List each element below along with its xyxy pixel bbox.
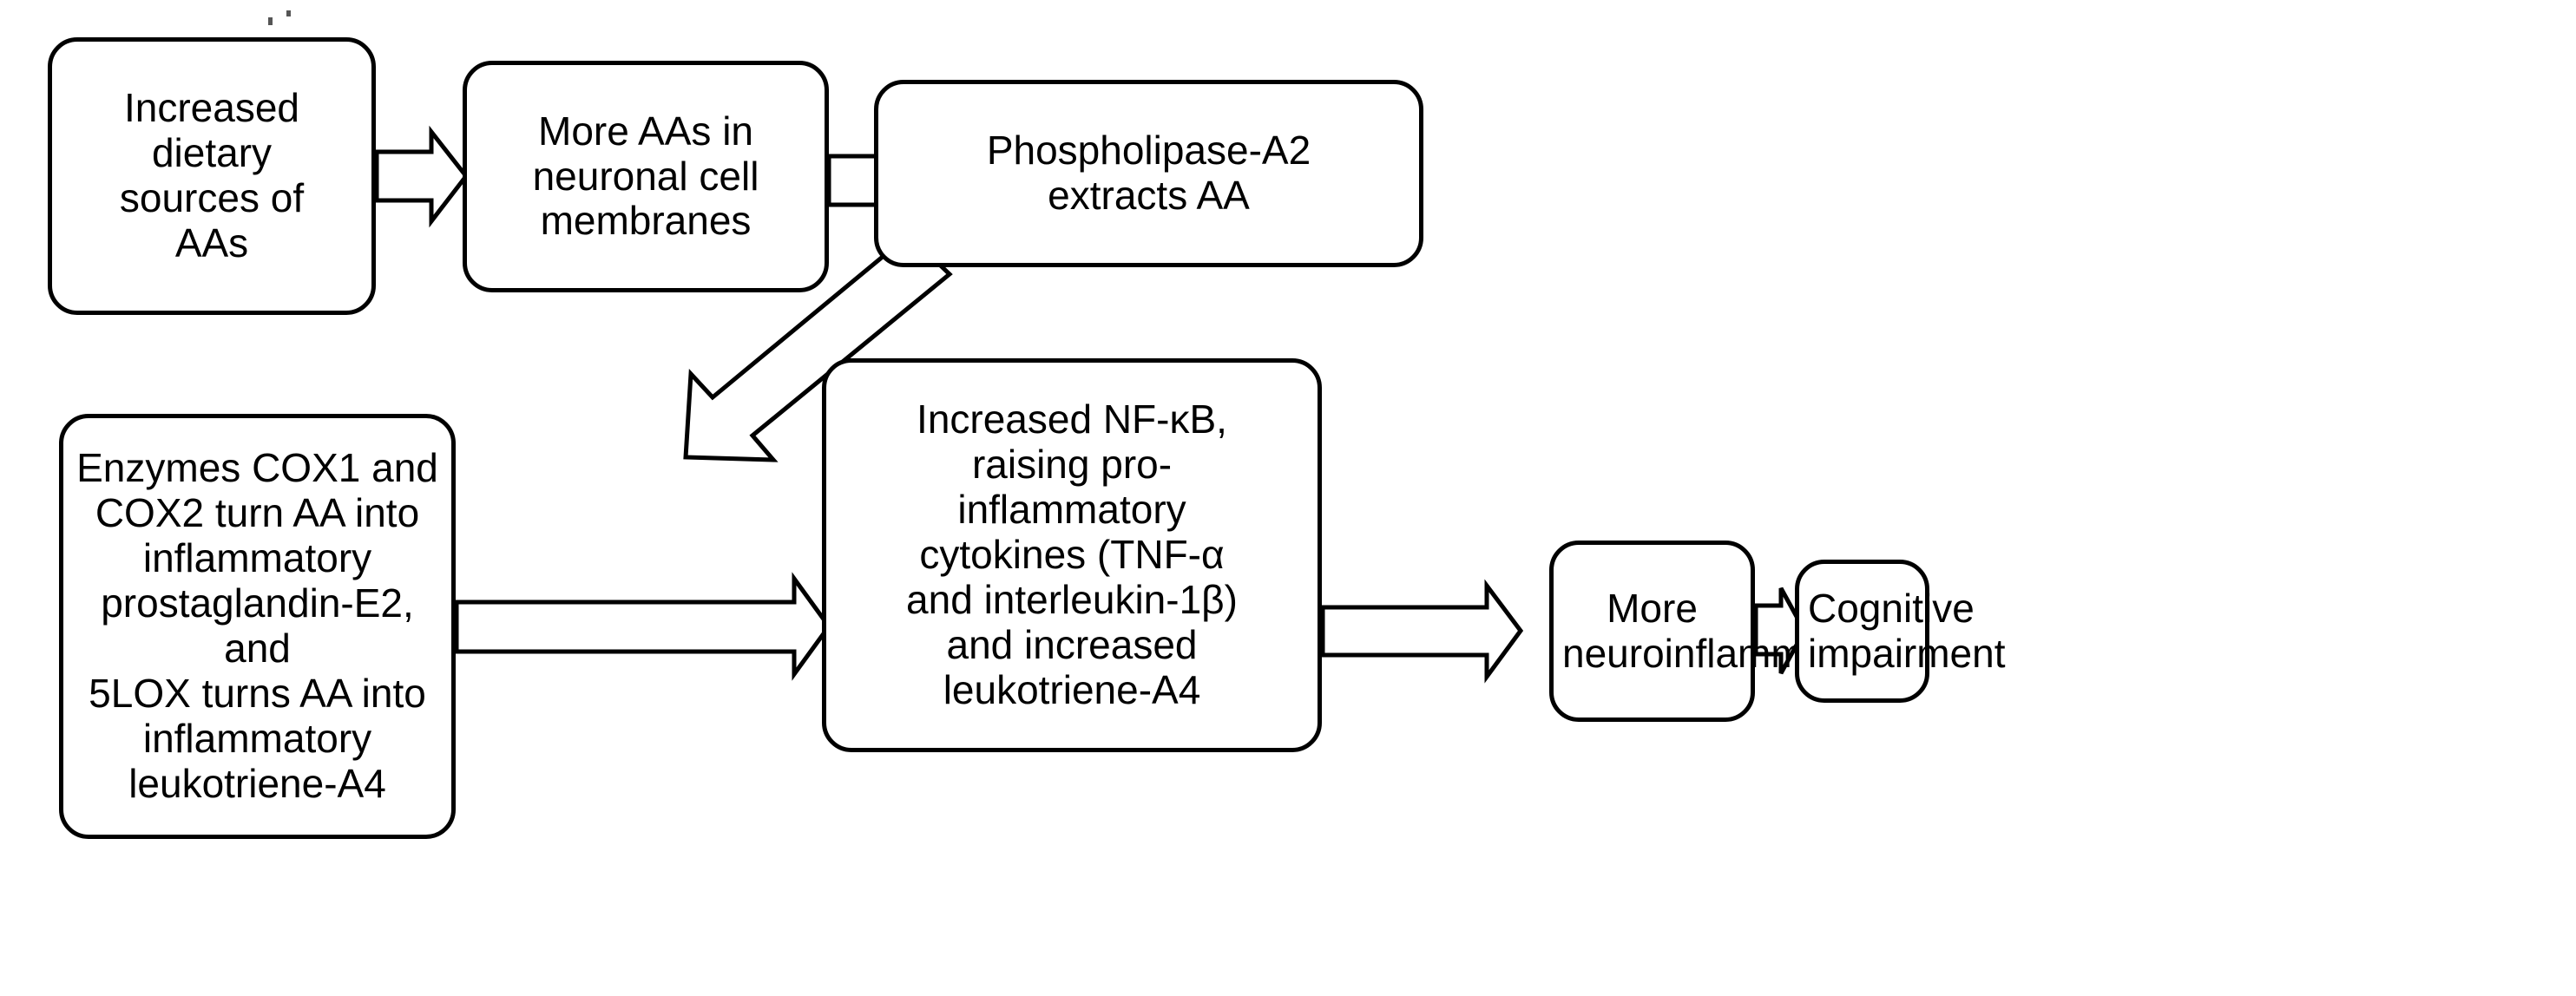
node-label: Phospholipase-A2 extracts AA xyxy=(986,128,1311,218)
node-more-aas-membranes[interactable]: More AAs in neuronal cell membranes xyxy=(463,61,829,292)
node-increased-dietary-aas[interactable]: Increased dietary sources of AAs xyxy=(48,37,376,315)
node-cognitive-impairment[interactable]: Cognitive impairment xyxy=(1795,560,2006,703)
edge-enzymes-to-nfkb xyxy=(454,572,832,681)
node-label: Increased dietary sources of AAs xyxy=(119,85,305,265)
node-phospholipase-a2[interactable]: Phospholipase-A2 extracts AA xyxy=(874,80,1423,267)
node-label: Cognitive impairment xyxy=(1808,585,2006,676)
node-label: Increased NF-κB, raising pro- inflammato… xyxy=(906,396,1238,712)
node-more-neuroinflammation[interactable]: More neuroinflammation xyxy=(1549,541,1891,722)
edge-dietary-to-membranes xyxy=(374,125,470,228)
edge-nfkb-to-neuroinflammation xyxy=(1320,579,1524,684)
node-cox-lox-enzymes[interactable]: Enzymes COX1 and COX2 turn AA into infla… xyxy=(59,414,456,839)
node-label: Enzymes COX1 and COX2 turn AA into infla… xyxy=(76,445,438,806)
scan-artifact-speck xyxy=(286,10,291,16)
node-label: More AAs in neuronal cell membranes xyxy=(532,108,759,244)
node-nfkb-cytokines[interactable]: Increased NF-κB, raising pro- inflammato… xyxy=(822,358,1322,752)
scan-artifact-speck xyxy=(268,17,273,25)
node-label: More neuroinflammation xyxy=(1562,585,1891,676)
